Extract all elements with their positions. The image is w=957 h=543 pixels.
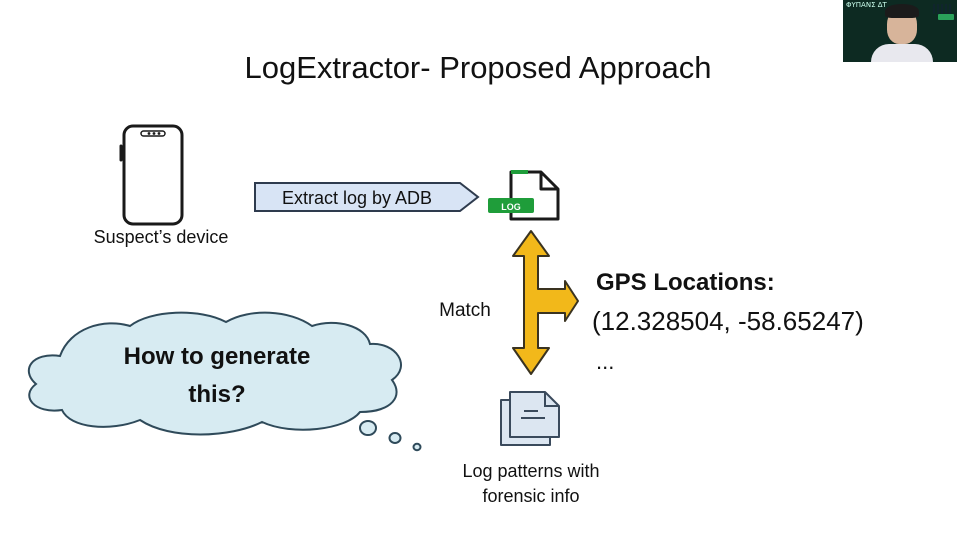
smartphone-icon [119, 124, 184, 226]
extract-log-arrow [254, 182, 480, 212]
documents-icon [500, 391, 560, 446]
log-icon-text: LOG [501, 202, 521, 212]
gps-heading: GPS Locations: [596, 269, 775, 296]
thought-cloud [27, 311, 422, 452]
gps-more: ... [596, 349, 614, 374]
webcam-status-badge [938, 14, 954, 20]
gps-value: (12.328504, -58.65247) [592, 306, 864, 336]
cloud-line-1: How to generate [124, 343, 311, 370]
match-label: Match [439, 300, 491, 321]
extract-arrow-label: Extract log by ADB [282, 188, 432, 208]
presenter-body [871, 44, 933, 62]
patterns-label-line-1: Log patterns with [462, 461, 599, 481]
log-file-icon [488, 170, 560, 221]
webcam-name-tag: ΦΥΠΑΝΣ ΔΤ [846, 1, 887, 9]
patterns-label-line-2: forensic info [482, 486, 579, 506]
webcam-decoration [933, 4, 951, 14]
slide-title: LogExtractor- Proposed Approach [245, 50, 712, 85]
cloud-line-2: this? [188, 381, 245, 408]
device-label: Suspect’s device [94, 227, 229, 247]
match-arrow [512, 230, 579, 375]
presenter-hair [885, 4, 919, 18]
webcam-thumbnail: ΦΥΠΑΝΣ ΔΤ [843, 0, 957, 62]
